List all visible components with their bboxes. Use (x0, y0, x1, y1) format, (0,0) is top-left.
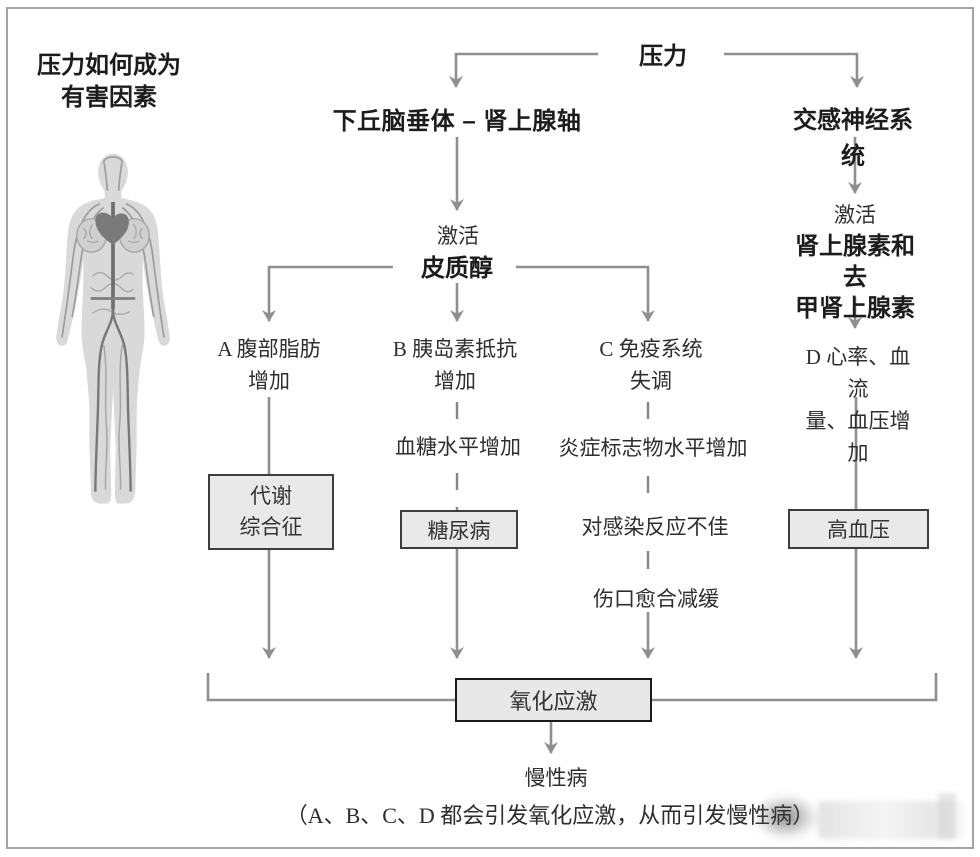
box-oxidative-stress: 氧化应激 (455, 678, 652, 722)
label-slow-wound-healing: 伤口愈合减缓 (593, 587, 719, 611)
box-hypertension: 高血压 (788, 509, 929, 549)
page-title: 压力如何成为 有害因素 (37, 52, 181, 111)
node-adrenaline-noradrenaline: 肾上腺素和去 甲肾上腺素 (795, 233, 915, 322)
node-a-abdominal-fat: A 腹部脂肪 增加 (217, 337, 321, 393)
label-poor-infection-response: 对感染反应不佳 (581, 515, 729, 539)
node-sns: 交感神经系统 (793, 107, 913, 170)
node-d-heart-rate-bp: D 心率、血流 量、血压增加 (805, 345, 911, 465)
node-c-immune-dysregulation: C 免疫系统 失调 (599, 337, 703, 393)
dashed-segments (455, 402, 650, 569)
stress-to-sns-arrow (724, 52, 864, 88)
label-activate-right: 激活 (834, 203, 876, 227)
footnote: （A、B、C、D 都会引发氧化应激，从而引发慢性病） (285, 803, 815, 828)
node-cortisol: 皮质醇 (421, 255, 493, 282)
stress-to-hpa-arrow (449, 52, 598, 88)
node-b-insulin-resistance: B 胰岛素抵抗 增加 (392, 337, 518, 393)
node-stress: 压力 (639, 43, 687, 70)
node-hpa-axis: 下丘脑垂体 – 肾上腺轴 (332, 108, 582, 135)
human-circulatory-figure (56, 153, 170, 504)
cortisol-to-a-arrow (262, 265, 393, 322)
label-blood-sugar-increase: 血糖水平增加 (395, 435, 521, 459)
box-diabetes: 糖尿病 (400, 510, 518, 549)
node-chronic-disease: 慢性病 (524, 766, 588, 790)
box-metabolic-syndrome: 代谢 综合征 (208, 474, 334, 550)
label-inflammatory-markers: 炎症标志物水平增加 (558, 436, 748, 460)
cortisol-to-c-arrow (516, 265, 655, 322)
label-activate-left: 激活 (437, 224, 479, 248)
